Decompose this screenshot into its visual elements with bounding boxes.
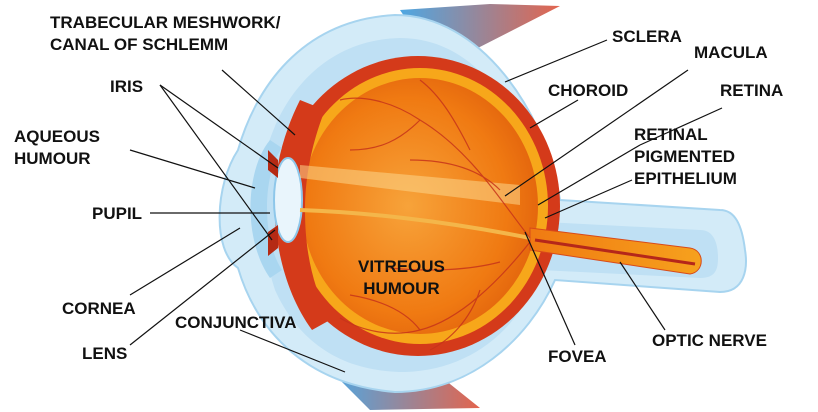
label-aqueous-humour: AQUEOUS HUMOUR [14,126,100,170]
label-optic-nerve: OPTIC NERVE [652,330,767,352]
label-retina: RETINA [720,80,783,102]
label-lens: LENS [82,343,127,365]
label-macula: MACULA [694,42,768,64]
label-sclera: SCLERA [612,26,682,48]
label-retinal-pigmented-epithelium: RETINAL PIGMENTED EPITHELIUM [634,124,737,190]
label-iris: IRIS [110,76,143,98]
label-choroid: CHOROID [548,80,628,102]
label-vitreous-humour: VITREOUS HUMOUR [358,256,445,300]
label-cornea: CORNEA [62,298,136,320]
lens-shape [274,158,302,242]
label-trabecular-meshwork: TRABECULAR MESHWORK/ CANAL OF SCHLEMM [50,12,280,56]
label-pupil: PUPIL [92,203,142,225]
label-conjunctiva: CONJUNCTIVA [175,312,297,334]
label-fovea: FOVEA [548,346,607,368]
